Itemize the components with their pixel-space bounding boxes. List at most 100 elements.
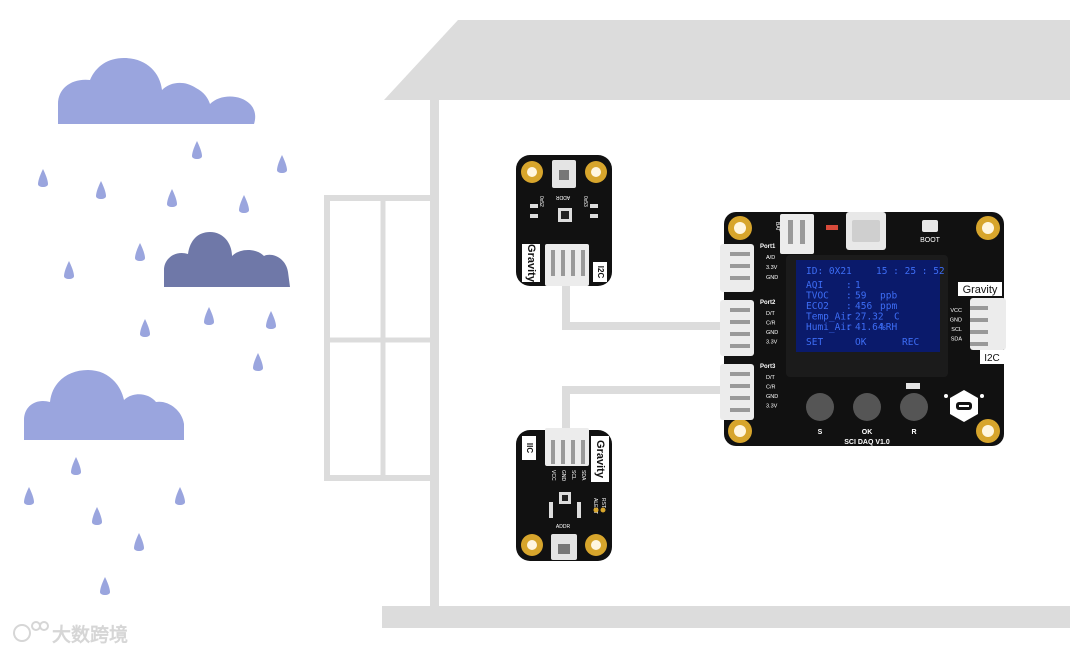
rain-drop bbox=[239, 195, 249, 213]
menu-ok: OK bbox=[855, 337, 867, 348]
rain-drop bbox=[204, 307, 214, 325]
rain-drop bbox=[192, 141, 202, 159]
port2-pin-label: C/R bbox=[766, 321, 776, 327]
port3-pin-label: GND bbox=[766, 394, 778, 400]
port2-pin-label: GND bbox=[766, 330, 778, 336]
rain-drop bbox=[96, 181, 106, 199]
iic-label: IIC bbox=[525, 443, 534, 453]
rain-drop bbox=[64, 261, 74, 279]
screen-id: ID: 0X21 bbox=[806, 266, 852, 277]
screen-row-name: ECO2 bbox=[806, 301, 829, 312]
bat-label: BAT bbox=[774, 222, 780, 231]
screen-row-value: 59 bbox=[855, 291, 867, 302]
i2c-label-top: I2C bbox=[596, 266, 605, 279]
rain-drop bbox=[135, 243, 145, 261]
port2-pin-label: 3.3V bbox=[766, 340, 778, 346]
screen-row-sep: : bbox=[846, 322, 852, 333]
led-red bbox=[826, 225, 838, 230]
bottom-sensor-pin-label: SDA bbox=[580, 470, 586, 481]
port3-pin-label: 3.3V bbox=[766, 404, 778, 410]
port1-pin-label: GND bbox=[766, 275, 778, 281]
port1: Port1 A/D 3.3V GND bbox=[720, 244, 778, 292]
rain-drop bbox=[134, 533, 144, 551]
i2c-port: Gravity VCC GND SCL SDA I2C bbox=[950, 282, 1006, 364]
i2c-pin-label: GND bbox=[950, 318, 962, 324]
button-s bbox=[806, 393, 834, 421]
cable-bottom bbox=[562, 386, 725, 430]
i2c-pin-label: VCC bbox=[950, 308, 962, 314]
button-ok bbox=[853, 393, 881, 421]
menu-rec: REC bbox=[902, 337, 919, 348]
rain-drop bbox=[175, 487, 185, 505]
menu-set: SET bbox=[806, 337, 823, 348]
i2c-pin-label: SDA bbox=[951, 337, 963, 343]
rain-drops bbox=[24, 141, 287, 595]
screen-row-unit: ppb bbox=[880, 291, 897, 302]
i2c-pin-label: SCL bbox=[951, 327, 962, 333]
addr-0x53-label: 0x53 bbox=[582, 196, 588, 207]
rain-drop bbox=[71, 457, 81, 475]
screen-row-unit: %RH bbox=[880, 322, 897, 333]
screen-time: 15 : 25 : 52 bbox=[876, 266, 945, 277]
bat-connector bbox=[780, 214, 814, 254]
screen-row-name: AQI bbox=[806, 280, 823, 291]
screen-row-value: 27.32 bbox=[855, 312, 884, 323]
button-ok-label: OK bbox=[862, 429, 873, 436]
daq-buttons: S OK R bbox=[806, 383, 928, 436]
cloud-middle bbox=[164, 232, 290, 287]
addr-0x52-label: 0x52 bbox=[538, 196, 544, 207]
rain-drop bbox=[167, 189, 177, 207]
watermark-icon bbox=[13, 624, 31, 642]
bottom-sensor-pin-label: GND bbox=[560, 470, 566, 482]
port1-label: Port1 bbox=[760, 244, 776, 250]
screen-row-name: Temp_Air bbox=[806, 312, 852, 323]
house bbox=[324, 20, 1070, 628]
lcd-screen bbox=[796, 260, 940, 352]
screen-row-sep: : bbox=[846, 291, 852, 302]
sensor-board-top: ADDR 0x52 0x53 Gravity I2C bbox=[516, 155, 612, 286]
daq-i2c-label: I2C bbox=[984, 353, 1000, 364]
gravity-label-box-top bbox=[522, 244, 540, 282]
screen-row-unit: ppm bbox=[880, 301, 897, 312]
screen-row-value: 456 bbox=[855, 301, 872, 312]
dfrobot-logo-icon bbox=[944, 390, 984, 422]
gravity-label-bottom: Gravity bbox=[594, 440, 606, 479]
daq-board: BAT BOOT Port1 A/D 3.3V GND Port2 D/T C/R GN… bbox=[720, 212, 1006, 446]
port2-label: Port2 bbox=[760, 300, 776, 306]
alert-label: ALERT bbox=[592, 498, 598, 514]
addr-label: ADDR bbox=[556, 194, 571, 200]
rain-drop bbox=[140, 319, 150, 337]
port1-pin-label: A/D bbox=[766, 255, 775, 261]
screen-row-name: Humi_Air bbox=[806, 322, 852, 333]
rain-drop bbox=[253, 353, 263, 371]
port3-pin-label: C/R bbox=[766, 385, 776, 391]
button-r bbox=[900, 393, 928, 421]
boot-label: BOOT bbox=[920, 237, 941, 244]
rain-drop bbox=[266, 311, 276, 329]
connector-top bbox=[545, 244, 589, 286]
cables bbox=[562, 286, 725, 430]
screen-row-name: TVOC bbox=[806, 291, 829, 302]
screen-row-sep: : bbox=[846, 301, 852, 312]
daq-gravity-label: Gravity bbox=[963, 284, 998, 296]
button-r-label: R bbox=[911, 429, 916, 436]
gravity-label-top: Gravity bbox=[525, 244, 537, 283]
bottom-sensor-pin-label: VCC bbox=[550, 470, 556, 481]
indicator-led bbox=[906, 383, 920, 389]
port3-pin-label: D/T bbox=[766, 375, 776, 381]
addr-label-bottom: ADDR bbox=[556, 524, 571, 530]
screen-row-sep: : bbox=[846, 280, 852, 291]
port1-pin-label: 3.3V bbox=[766, 265, 778, 271]
watermark: 大数跨境 bbox=[13, 621, 128, 646]
rain-drop bbox=[277, 155, 287, 173]
button-s-label: S bbox=[818, 429, 823, 436]
rain-drop bbox=[24, 487, 34, 505]
window bbox=[324, 195, 437, 481]
screen-row-value: 1 bbox=[855, 280, 861, 291]
